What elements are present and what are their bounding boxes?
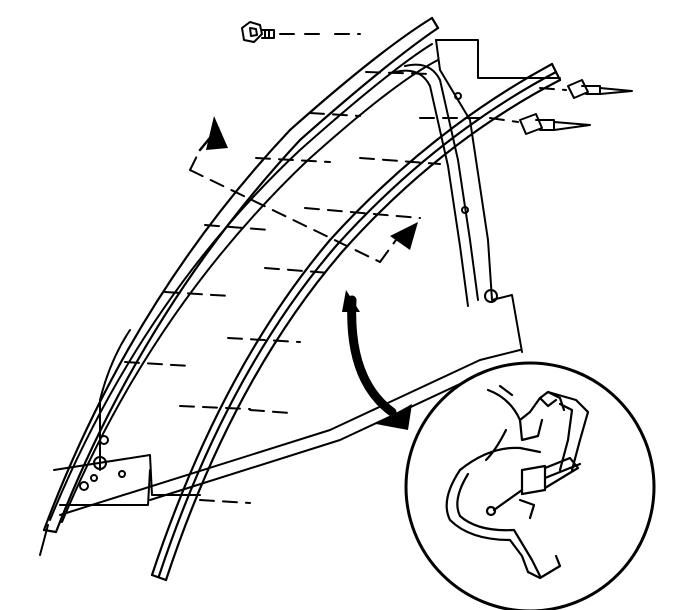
door-window-frame	[39, 39, 561, 556]
removal-direction-lower	[379, 222, 418, 263]
detail-view	[404, 361, 656, 610]
outer-molding	[42, 16, 440, 534]
push-pin-fastener	[539, 79, 633, 99]
detail-callout-arrow	[342, 290, 412, 430]
clip-alignment-lines	[124, 71, 487, 504]
push-pin-fastener	[489, 113, 591, 135]
bolt	[241, 21, 361, 43]
molding-clip-cross-section	[445, 384, 590, 580]
inner-molding	[150, 62, 562, 582]
removal-direction-upper	[189, 116, 381, 263]
